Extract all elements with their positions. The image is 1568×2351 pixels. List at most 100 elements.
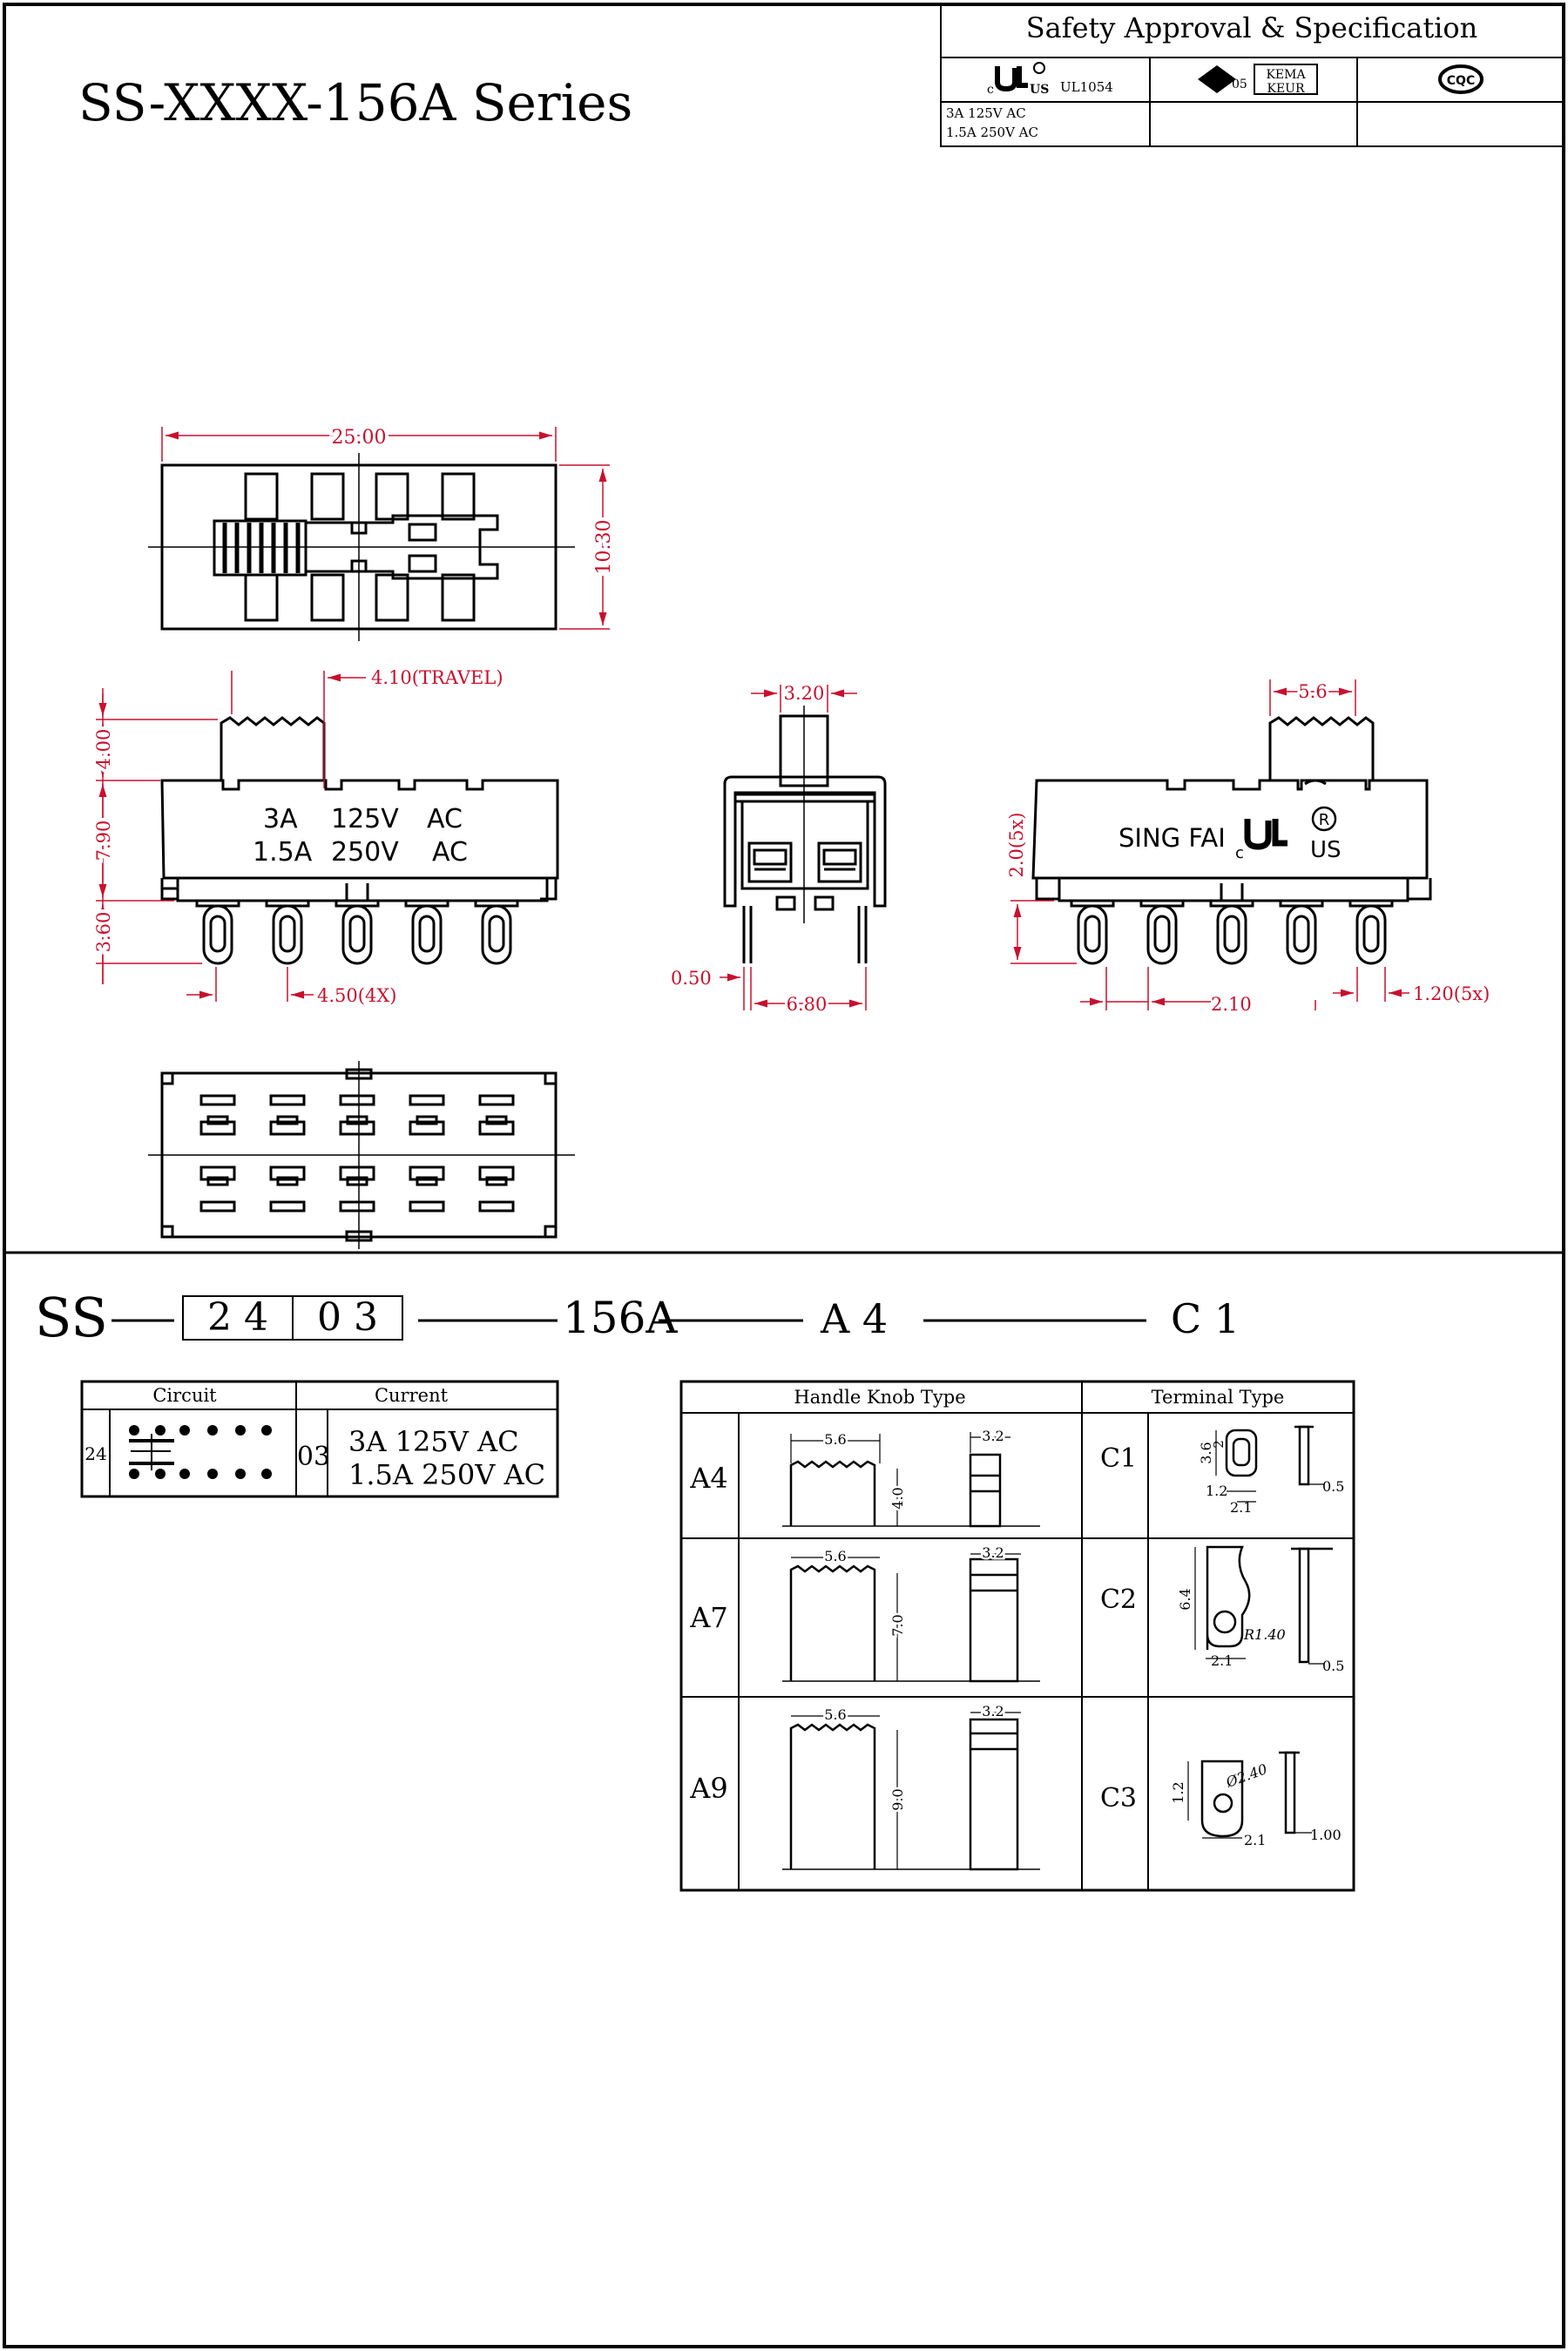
end-view-dimensions: [720, 685, 867, 1010]
svg-text:AC: AC: [427, 804, 463, 834]
svg-text:CQC: CQC: [1447, 74, 1475, 88]
cqc-mark-icon: CQC: [1438, 64, 1484, 94]
dim-top-width: 25.00: [332, 427, 387, 449]
svg-text:125V: 125V: [331, 804, 399, 834]
bottom-view: [148, 1061, 575, 1249]
knob-a4-label: A4: [689, 1462, 727, 1495]
svg-text:US: US: [1310, 837, 1342, 863]
current-value-2: 1.5A 250V AC: [348, 1458, 545, 1491]
knob-header: Handle Knob Type: [794, 1387, 965, 1408]
knob-a7-label: A7: [689, 1601, 727, 1634]
svg-text:2.1: 2.1: [1211, 1652, 1233, 1669]
dim-end-span: 6.80: [787, 994, 828, 1015]
dim-end-thick: 0.50: [671, 968, 712, 989]
pn-circuit: 2 4: [207, 1295, 268, 1340]
svg-text:2.1: 2.1: [1230, 1499, 1252, 1516]
dim-top-height: 10.30: [593, 520, 615, 575]
sheet-border: [3, 3, 1565, 2348]
svg-text:250V: 250V: [331, 837, 399, 868]
end-view: [723, 706, 887, 963]
terminal-c1-drawing: [1225, 1425, 1314, 1486]
brand-label: SING FAI: [1119, 823, 1226, 853]
knob-terminal-table: Handle Knob Type Terminal Type A4 5.6 3.…: [679, 1380, 1355, 1892]
circuit-diagram-icon: [129, 1425, 272, 1479]
svg-text:c: c: [1235, 844, 1244, 862]
svg-text:UL1054: UL1054: [1060, 79, 1113, 95]
dim-knob-height: 4.00: [93, 729, 114, 770]
svg-text:4.0: 4.0: [889, 1487, 906, 1509]
rear-body-text: SING FAI c R US: [1119, 806, 1342, 863]
knob-a9-label: A9: [689, 1772, 727, 1805]
svg-text:US: US: [1030, 83, 1049, 97]
svg-text:R: R: [1319, 811, 1330, 829]
svg-text:KEMA: KEMA: [1266, 68, 1306, 82]
rear-view: [1031, 716, 1432, 965]
svg-text:3.2: 3.2: [982, 1428, 1004, 1444]
svg-text:7.0: 7.0: [889, 1614, 906, 1636]
dim-pitch: 4.50(4X): [317, 985, 396, 1006]
svg-text:5.6: 5.6: [824, 1706, 846, 1723]
dim-travel: 4.10(TRAVEL): [371, 667, 504, 688]
knob-a7-drawing: [782, 1557, 1040, 1683]
ul-logo-icon: [1244, 819, 1288, 850]
pn-current: 0 3: [317, 1295, 378, 1340]
svg-text:1.2: 1.2: [1170, 1781, 1186, 1803]
rating-1: 3A 125V AC: [946, 105, 1026, 121]
terminal-header: Terminal Type: [1152, 1387, 1285, 1408]
svg-text:R1.40: R1.40: [1243, 1626, 1286, 1643]
top-view: [148, 453, 575, 641]
svg-text:1.2: 1.2: [1206, 1483, 1227, 1499]
bottom-slots-row2: [199, 1115, 515, 1136]
svg-text:Ø2.40: Ø2.40: [1223, 1760, 1269, 1791]
terminal-c2-drawing: [1206, 1545, 1333, 1664]
terminal-c3-label: C3: [1100, 1783, 1137, 1814]
svg-text:9.0: 9.0: [889, 1788, 906, 1810]
svg-text:6.4: 6.4: [1177, 1588, 1193, 1610]
svg-text:3A: 3A: [263, 804, 298, 834]
pn-series: 156A: [563, 1293, 678, 1343]
svg-text:3.6: 3.6: [1198, 1442, 1214, 1463]
rear-view-dimensions: [1010, 679, 1409, 1010]
svg-text:2.1: 2.1: [1244, 1832, 1266, 1848]
front-pins: [195, 899, 519, 965]
knob-a4-drawing: [782, 1453, 1040, 1528]
svg-text:5.6: 5.6: [824, 1548, 846, 1564]
svg-text:3.2: 3.2: [982, 1703, 1004, 1719]
pn-prefix: SS: [35, 1286, 108, 1349]
registered-icon: [1311, 806, 1337, 832]
front-view: [160, 716, 559, 965]
terminal-c3-drawing: [1200, 1751, 1300, 1838]
dim-pin-length: 3.60: [93, 912, 114, 953]
svg-text:05: 05: [1232, 78, 1247, 91]
svg-text:0.5: 0.5: [1322, 1478, 1344, 1495]
current-value-1: 3A 125V AC: [348, 1425, 519, 1458]
ul-mark-icon: c US UL1054: [987, 62, 1113, 97]
knob-a9-drawing: [782, 1718, 1040, 1871]
safety-approval-block: Safety Approval & Specification c US UL1…: [940, 3, 1565, 147]
svg-text:5.6: 5.6: [824, 1431, 846, 1448]
knob-a4-dims: [790, 1432, 1010, 1526]
svg-text:3.2: 3.2: [982, 1544, 1004, 1561]
rating-2: 1.5A 250V AC: [946, 125, 1038, 140]
terminal-c2-label: C2: [1100, 1584, 1137, 1615]
front-view-dimensions: [96, 671, 366, 1002]
svg-text:KEUR: KEUR: [1267, 82, 1304, 96]
circuit-current-table: Circuit Current 24 03 3A 125V AC 1.5A 25…: [80, 1380, 559, 1498]
svg-text:1.00: 1.00: [1310, 1827, 1342, 1843]
svg-text:c: c: [987, 83, 994, 97]
safety-heading: Safety Approval & Specification: [1026, 11, 1478, 44]
bottom-slots-row1: [199, 1094, 515, 1106]
dim-pin-spacing: 2.10: [1211, 994, 1252, 1015]
svg-text:1.5A: 1.5A: [253, 837, 313, 868]
bottom-slots-row4: [199, 1200, 515, 1213]
page-title: SS-XXXX-156A Series: [78, 73, 632, 132]
current-header: Current: [375, 1385, 449, 1406]
dim-knob-width: 5.6: [1298, 681, 1327, 702]
circuit-code: 24: [84, 1443, 106, 1464]
front-body-text: 3A 125V AC 1.5A 250V AC: [253, 804, 468, 868]
svg-text:2: 2: [1211, 1440, 1227, 1449]
pn-terminal: C 1: [1171, 1295, 1240, 1342]
kema-mark-icon: 05 KEMA KEUR: [1198, 64, 1318, 96]
circuit-header: Circuit: [152, 1385, 217, 1406]
